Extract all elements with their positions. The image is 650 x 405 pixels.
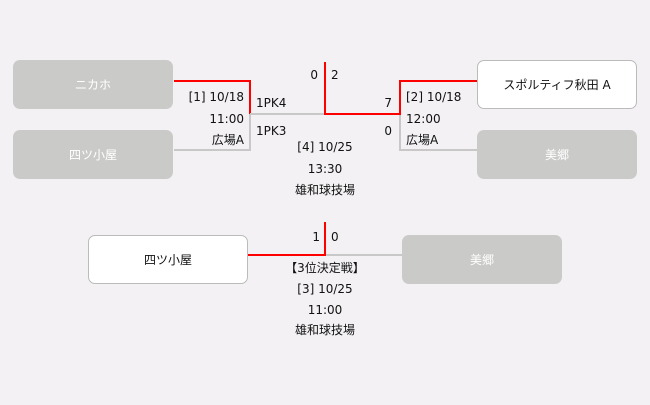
- team-box-yotsugoya-third[interactable]: 四ツ小屋: [88, 235, 248, 284]
- score: 1PK4: [256, 96, 287, 110]
- team-box-misato-third[interactable]: 美郷: [402, 235, 562, 284]
- team-name: 四ツ小屋: [143, 253, 192, 267]
- team-box-nikaho[interactable]: ニカホ: [13, 60, 173, 109]
- bracket-line-win: [399, 80, 401, 115]
- score: 1PK3: [256, 124, 287, 138]
- bracket-line-win: [249, 80, 251, 114]
- score: 7: [384, 96, 392, 110]
- team-box-yotsugoya[interactable]: 四ツ小屋: [13, 130, 173, 179]
- bracket-line-lose: [249, 114, 251, 151]
- match-venue: 雄和球技場: [294, 323, 355, 337]
- score: 0: [384, 124, 392, 138]
- match-label: [2] 10/18: [406, 90, 462, 104]
- bracket-line-lose: [399, 115, 401, 151]
- match-venue: 広場A: [211, 133, 244, 147]
- bracket-line-win: [399, 80, 477, 82]
- score: 0: [331, 230, 339, 244]
- bracket-line-win: [174, 80, 251, 82]
- bracket-line-lose: [399, 149, 477, 151]
- team-name: スポルティフ秋田 A: [503, 78, 611, 92]
- bracket-line-lose: [174, 149, 251, 151]
- score: 1: [312, 230, 320, 244]
- score: 2: [331, 68, 339, 82]
- team-name: 四ツ小屋: [68, 148, 117, 162]
- bracket-line-win: [324, 113, 401, 115]
- team-name: 美郷: [544, 148, 569, 162]
- team-box-misato[interactable]: 美郷: [477, 130, 637, 179]
- match-time: 13:30: [307, 162, 343, 176]
- bracket-line-lose: [326, 254, 402, 256]
- score: 0: [310, 68, 318, 82]
- match-time: 11:00: [209, 112, 244, 126]
- bracket-line-win: [248, 254, 326, 256]
- match-venue: 広場A: [406, 133, 439, 147]
- third-place-title: 【3位決定戦】: [285, 261, 365, 275]
- match-venue: 雄和球技場: [294, 183, 355, 197]
- team-name: ニカホ: [74, 78, 111, 92]
- match-label: [3] 10/25: [297, 282, 353, 296]
- match-time: 11:00: [307, 303, 343, 317]
- bracket-line-win: [324, 62, 326, 115]
- match-label: [1] 10/18: [188, 90, 244, 104]
- team-name: 美郷: [469, 253, 494, 267]
- bracket-line-lose: [250, 113, 325, 115]
- team-box-sportif-akita[interactable]: スポルティフ秋田 A: [477, 60, 637, 109]
- match-time: 12:00: [406, 112, 441, 126]
- match-label: [4] 10/25: [297, 140, 353, 154]
- bracket-line-win: [324, 222, 326, 256]
